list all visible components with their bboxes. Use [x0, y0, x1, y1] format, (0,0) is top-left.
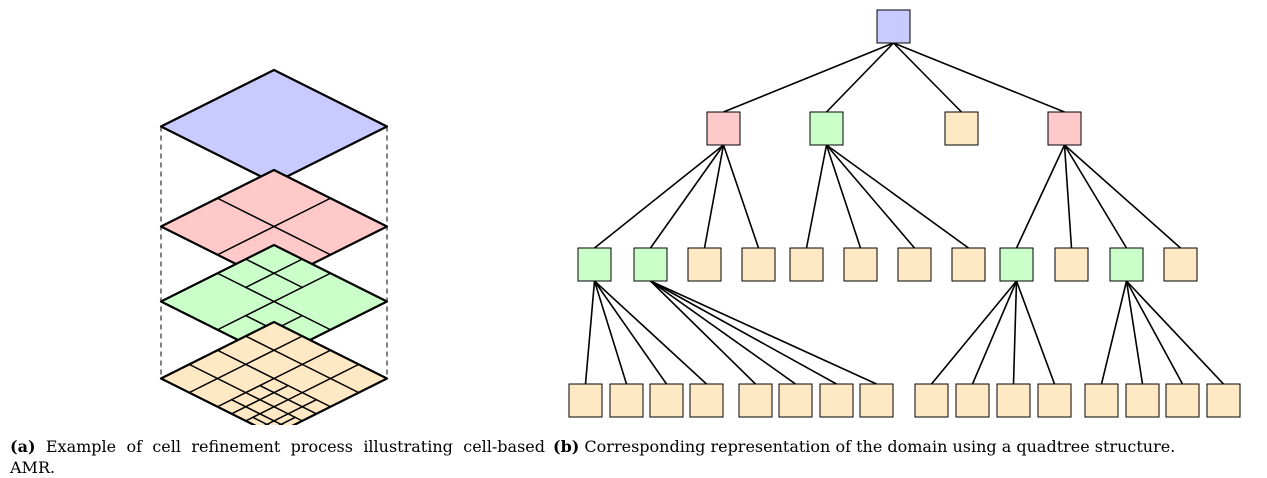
tree-edge [703, 144, 725, 249]
tree-edge [893, 42, 1065, 113]
level-3-fill [161, 322, 387, 425]
level-3-node [996, 383, 1031, 418]
tree-edge [723, 42, 894, 113]
tree-edge [1063, 144, 1182, 249]
tree-edge [593, 280, 668, 385]
tree-edge [722, 144, 760, 249]
level-3-grid-line [230, 384, 289, 415]
level-3-outline [159, 320, 389, 425]
level-3-node [1084, 383, 1119, 418]
tree-edge [826, 144, 969, 249]
level-3-node [819, 383, 854, 418]
level-3-node [1037, 383, 1072, 418]
level-2-grid-line [245, 258, 303, 289]
quadtree-diagram [568, 9, 1241, 418]
tree-edge [649, 280, 757, 385]
tree-edges [584, 42, 1225, 385]
level-2-node [1054, 247, 1089, 282]
level-3-node [1125, 383, 1160, 418]
level-2-node [687, 247, 722, 282]
level-1-node [944, 111, 979, 146]
tree-nodes [568, 9, 1241, 418]
level-2-node [843, 247, 878, 282]
level-3-node [738, 383, 773, 418]
tree-edge [593, 280, 708, 385]
level-1-node [809, 111, 844, 146]
level-3-grid-line [188, 363, 247, 394]
level-3-grid-line [301, 363, 360, 394]
tree-edge [1125, 280, 1184, 385]
tree-edge [930, 280, 1018, 385]
level-3-grid-line [216, 349, 332, 408]
level-3-node [1165, 383, 1200, 418]
level-3-grid-line [278, 416, 296, 425]
tree-edge [1100, 280, 1128, 385]
level-3-node [689, 383, 724, 418]
level-2-node [789, 247, 824, 282]
level-2-node [577, 247, 612, 282]
level-1-node [1047, 111, 1082, 146]
tree-edge [649, 144, 725, 249]
caption-a-tag: (a) [10, 437, 36, 456]
level-2-node [741, 247, 776, 282]
level-1-grid-line [216, 197, 332, 256]
level-3-grid-line [230, 398, 284, 425]
tree-edge [825, 144, 916, 249]
level-3-node [778, 383, 813, 418]
tree-edge [971, 280, 1018, 385]
tree-edge [892, 42, 963, 113]
level-3-grid-line [264, 398, 318, 425]
level-2-node [1163, 247, 1198, 282]
level-3-grid-line [252, 416, 270, 425]
tree-edge [1015, 280, 1056, 385]
tree-edge [1063, 144, 1073, 249]
level-1-node [706, 111, 741, 146]
tree-edge [1063, 144, 1128, 249]
level-2-node [1109, 247, 1144, 282]
level-2-node [897, 247, 932, 282]
tree-edge [650, 280, 796, 385]
caption-b-tag: (b) [553, 437, 580, 456]
tree-edge [650, 280, 837, 385]
level-2-node [951, 247, 986, 282]
tree-edge [650, 280, 877, 385]
tree-edge [1125, 280, 1144, 385]
level-3-node [859, 383, 894, 418]
level-3-node [955, 383, 990, 418]
tree-edge [1015, 144, 1066, 249]
tree-edge [825, 144, 862, 249]
caption-b-text: Corresponding representation of the doma… [584, 437, 1176, 456]
level-3-grid-line [259, 384, 318, 415]
level-3-grid-line [245, 335, 303, 366]
caption-a: (a) Example of cell refinement process i… [10, 436, 545, 478]
level-2-node [999, 247, 1034, 282]
caption-a-text: Example of cell refinement process illus… [10, 437, 545, 477]
root-node [876, 9, 911, 44]
tree-edge [825, 42, 895, 113]
level-0-fill [161, 70, 387, 183]
tree-edge [594, 144, 724, 249]
level-3-node [609, 383, 644, 418]
amr-refinement-stack [159, 68, 389, 425]
level-3-node [568, 383, 603, 418]
level-3-node [649, 383, 684, 418]
tree-edge [1125, 280, 1225, 385]
level-2-node [633, 247, 668, 282]
level-3-node [914, 383, 949, 418]
tree-edge [1012, 280, 1018, 385]
tree-edge [584, 280, 596, 385]
caption-b: (b) Corresponding representation of the … [553, 436, 1253, 457]
tree-edge [805, 144, 828, 249]
tree-edge [593, 280, 628, 385]
level-2-grid-line [216, 272, 332, 331]
level-3-node [1206, 383, 1241, 418]
level-3-grid-line [245, 391, 303, 422]
